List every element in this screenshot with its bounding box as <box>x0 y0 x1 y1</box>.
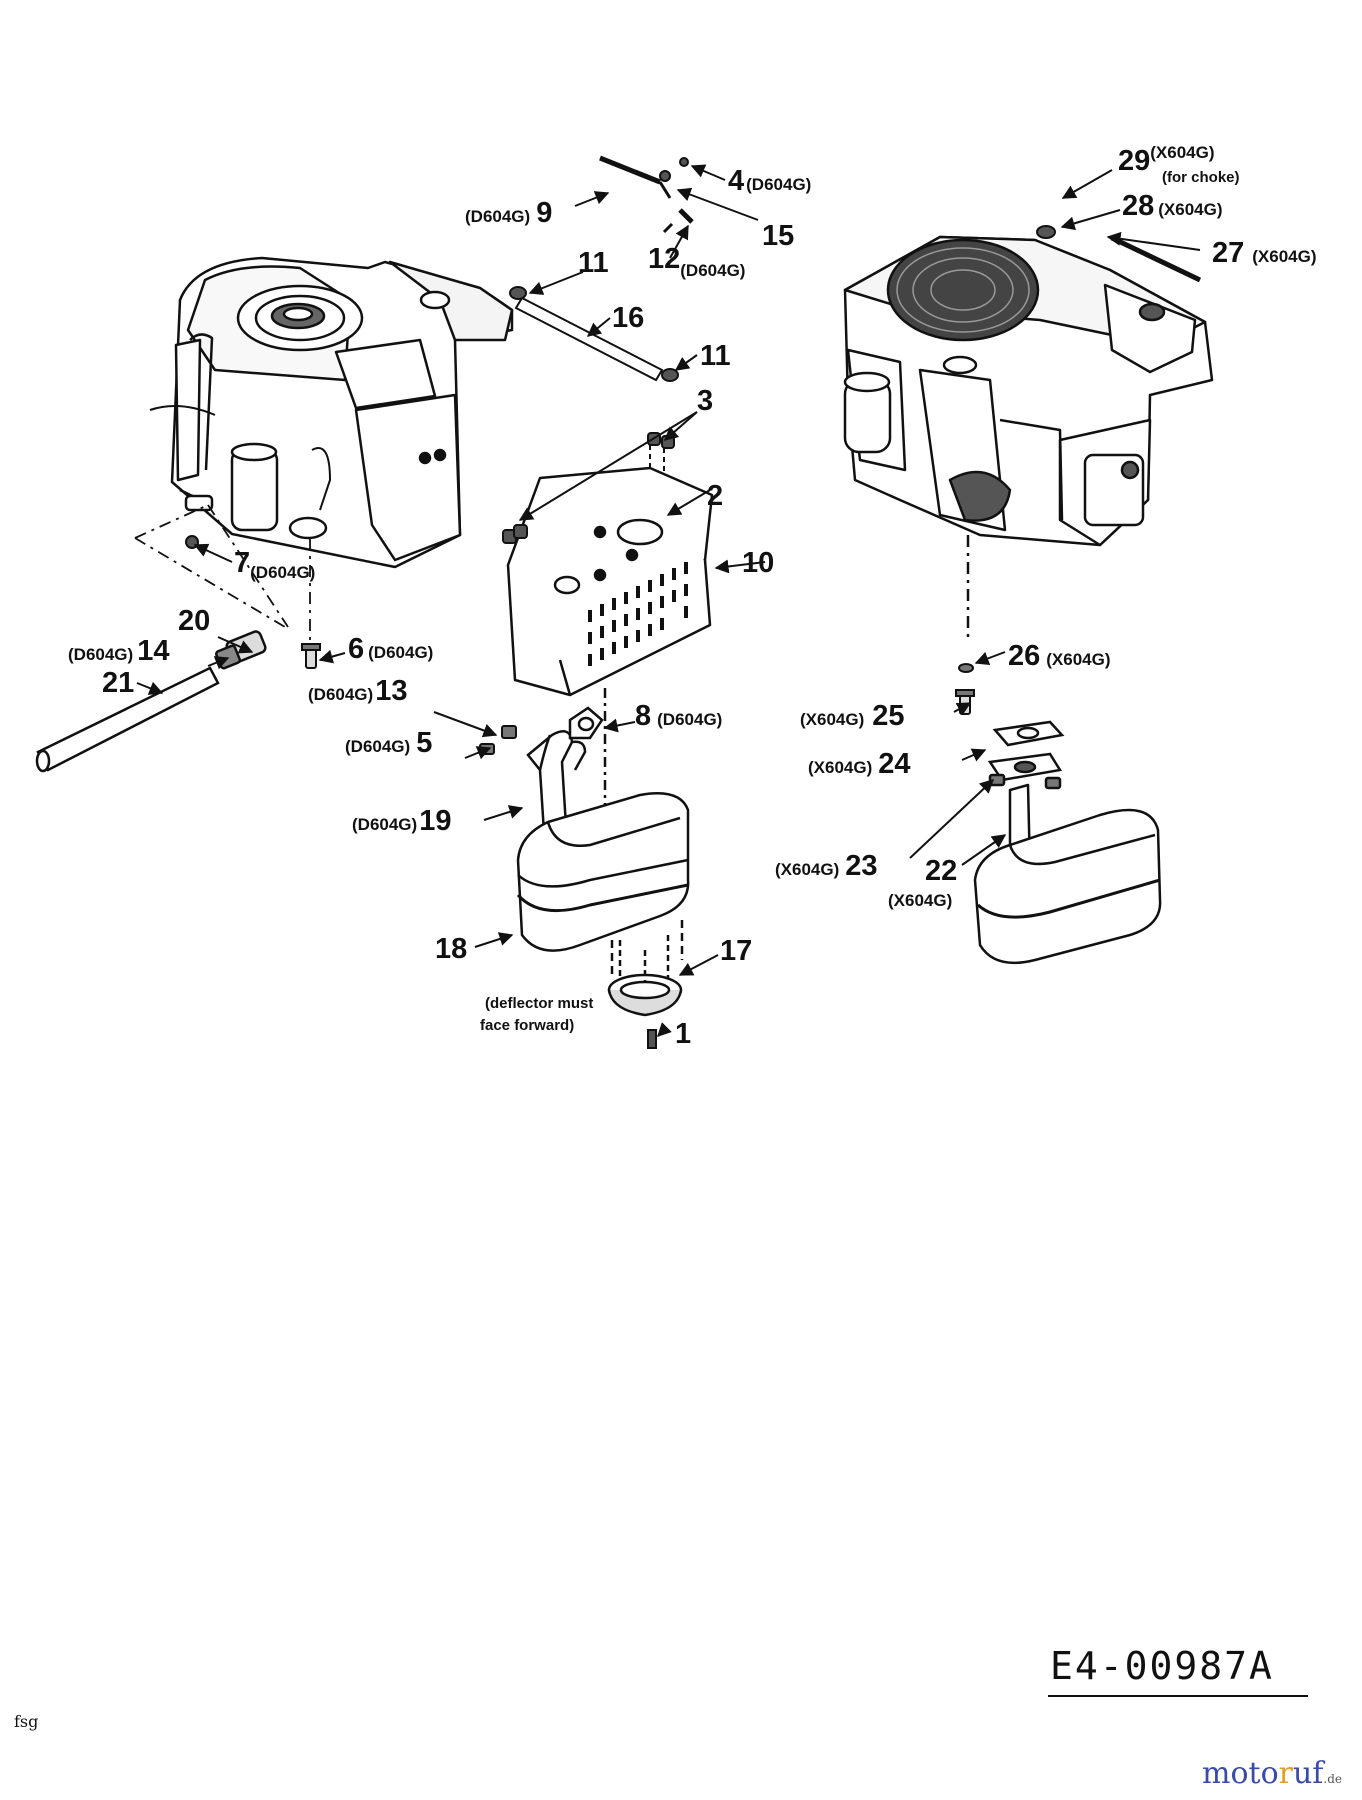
deflector-note-line1: (deflector must <box>485 995 593 1012</box>
author-initials: fsg <box>14 1712 39 1731</box>
callout-17: 17 <box>720 935 752 967</box>
callout-19: (D604G)19 <box>352 805 451 837</box>
watermark-domain: .de <box>1323 1772 1343 1786</box>
callout-4: 4(D604G) <box>728 165 811 197</box>
watermark-part3: uf <box>1292 1756 1324 1791</box>
drawing-id: E4-00987A <box>1050 1644 1274 1688</box>
left-engine <box>149 256 514 569</box>
callout-2: 2 <box>707 480 723 512</box>
callout-12: 12(D604G) <box>648 243 745 280</box>
motoruf-watermark: motoruf.de <box>1202 1756 1342 1791</box>
callout-6: 6(D604G) <box>348 633 433 665</box>
callout-14: (D604G)14 <box>68 635 169 667</box>
callout-11-bottom: 11 <box>700 340 731 372</box>
right-engine <box>843 235 1214 640</box>
watermark-part1: moto <box>1202 1756 1279 1791</box>
rod-16 <box>509 286 679 382</box>
callout-7: 7(D604G) <box>234 547 315 582</box>
callout-29-note: (for choke) <box>1162 169 1240 186</box>
callout-25: (X604G)25 <box>800 700 905 732</box>
callout-23: (X604G)23 <box>775 850 878 882</box>
linkage-parts <box>599 155 694 234</box>
leader-lines <box>136 164 1201 1037</box>
deflector-17 <box>607 935 683 1017</box>
deflector-note-line2: face forward) <box>480 1017 574 1034</box>
callout-5: (D604G)5 <box>345 727 432 759</box>
callout-11-top: 11 <box>578 247 609 279</box>
left-engine-dashed-guides <box>134 504 311 640</box>
watermark-part2: r <box>1278 1756 1293 1791</box>
callout-20: 20 <box>178 605 210 637</box>
callout-22-suffix: (X604G) <box>888 891 952 910</box>
callout-8: 8(D604G) <box>635 700 722 732</box>
heat-shield <box>506 466 714 697</box>
drawing-id-underline <box>1048 1695 1308 1697</box>
callout-18: 18 <box>435 933 467 965</box>
callout-27: 27(X604G) <box>1212 237 1317 269</box>
callout-21: 21 <box>102 667 134 699</box>
callout-26: 26(X604G) <box>1008 640 1111 672</box>
small-hardware <box>185 225 1056 1049</box>
callout-3: 3 <box>697 385 713 417</box>
choke-cable-27 <box>1110 235 1202 283</box>
callout-10: 10 <box>742 547 774 579</box>
muffler-18 <box>516 792 690 975</box>
callout-labels: 4(D604G) (D604G)9 15 12(D604G) 11 16 11 … <box>68 143 1317 1050</box>
callout-15: 15 <box>762 220 794 252</box>
callout-9: (D604G)9 <box>465 197 552 229</box>
callout-29: 29(X604G) <box>1118 143 1215 177</box>
callout-13: (D604G)13 <box>308 675 407 707</box>
right-muffler-22 <box>973 773 1162 965</box>
callout-24: (X604G)24 <box>808 748 911 780</box>
callout-16: 16 <box>612 302 644 334</box>
gaskets-24 <box>987 720 1065 782</box>
callout-1: 1 <box>675 1018 691 1050</box>
callout-22: 22 <box>925 855 957 887</box>
callout-28: 28(X604G) <box>1122 190 1223 222</box>
